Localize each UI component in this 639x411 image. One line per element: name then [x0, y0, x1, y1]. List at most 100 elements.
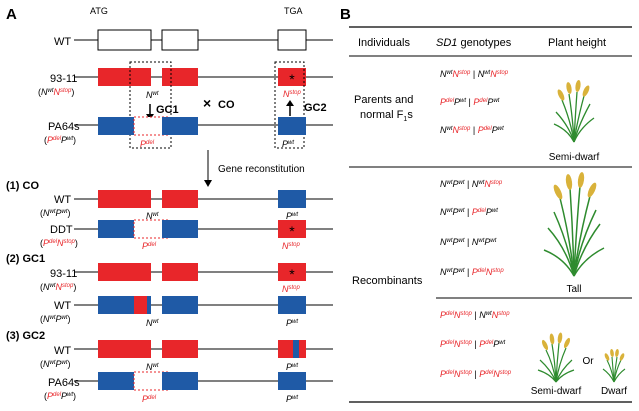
- row2-genotype-1: NwtPwt | NwtNstop: [440, 179, 503, 189]
- 9311-exon-1: [98, 68, 151, 86]
- section-gc1-label: (2) GC1: [6, 253, 45, 265]
- gc2-arrowhead: [286, 100, 294, 106]
- co-ddt: DDT (PdelNstop) * Pdel Nstop: [40, 219, 333, 251]
- row1-genotype-3: NwtNstop | PdelPwt: [440, 125, 504, 135]
- gc1-wt-genotype: (NwtPwt): [40, 314, 71, 324]
- gc2-nstop-label: Nstop: [283, 89, 302, 99]
- row3-semi-dwarf: Semi-dwarf: [531, 386, 582, 397]
- gc2-wt-genotype: (NwtPwt): [40, 359, 71, 369]
- row1-label-2: normal F1s: [360, 109, 413, 123]
- co-ddt-genotype: (PdelNstop): [40, 238, 78, 248]
- col-individuals: Individuals: [358, 37, 410, 49]
- co-wt-pwt: Pwt: [286, 211, 298, 221]
- gc1-9311-label: 93-11: [50, 268, 77, 280]
- stop-asterisk: *: [289, 71, 295, 87]
- row1-genotype-1: NwtNstop | NwtNstop: [440, 69, 509, 79]
- pa64s-pdel-label: Pdel: [140, 139, 155, 149]
- gc2-pa64s: PA64s (PdelPwt) Pdel Pwt: [44, 371, 333, 404]
- row3-genotype-1: PdelNstop | NwtNstop: [440, 310, 510, 320]
- row3-genotype-3: PdelNstop | PdelNstop: [440, 369, 512, 379]
- co-ddt-exon-2: [162, 220, 198, 238]
- row2-genotype-3: NwtPwt | NwtPwt: [440, 237, 497, 247]
- gc1-label: GC1: [156, 104, 179, 116]
- row2-height: Tall: [566, 284, 581, 295]
- pa64s-deletion: [133, 116, 169, 136]
- parent-pa64s-genotype: (PdelPwt): [44, 135, 76, 145]
- row3-genotype-2: PdelNstop | PdelPwt: [440, 339, 506, 349]
- gc2-wt-exon-3: [278, 340, 306, 358]
- gc2-pa64s-deletion: [133, 371, 169, 391]
- gc1-wt: WT (NwtPwt) Nwt Pwt: [40, 296, 333, 328]
- co-wt-genotype: (NwtPwt): [40, 208, 71, 218]
- semi-dwarf-plant-icon: [553, 80, 595, 143]
- gc1-9311-genotype: (NwtNstop): [40, 282, 76, 292]
- recon-label: Gene reconstitution: [218, 164, 305, 175]
- gc2-pa64s-pdel: Pdel: [142, 394, 157, 404]
- co-ddt-exon-3: [278, 220, 306, 238]
- gc1-wt-converted: [134, 296, 147, 314]
- gc2-pa64s-exon-3: [278, 372, 306, 390]
- gc2-wt-exon-1: [98, 340, 151, 358]
- col-height: Plant height: [548, 37, 606, 49]
- gc2-wt: WT (NwtPwt) Nwt Pwt: [40, 340, 333, 372]
- gc1-box: [129, 61, 172, 149]
- 9311-exon-2: [162, 68, 198, 86]
- wt-row-label: WT: [54, 36, 71, 48]
- gc1-wt-exon-2: [162, 296, 198, 314]
- co-ddt-deletion: [133, 219, 169, 239]
- semi-dwarf-plant-icon-2: [537, 332, 575, 383]
- gc2-pa64s-pwt: Pwt: [286, 394, 298, 404]
- gc2-pa64s-exon-2: [162, 372, 198, 390]
- wt-exon-3: [277, 29, 307, 51]
- row1-height: Semi-dwarf: [549, 152, 600, 163]
- gc2-box: [274, 61, 305, 149]
- gc1-wt-exon-3: [278, 296, 306, 314]
- parent-pa64s: PA64s (PdelPwt) Pdel Pwt: [44, 116, 333, 149]
- co-wt-nwt: Nwt: [146, 211, 159, 221]
- gc2-wt-exon-2: [162, 340, 198, 358]
- tall-plant-icon: [543, 172, 605, 277]
- gc1-9311-asterisk: *: [289, 266, 295, 282]
- recon-arrowhead: [204, 180, 212, 187]
- wt-gene-model: ATG TGA WT: [54, 6, 333, 51]
- gc1-9311-exon-1: [98, 263, 151, 281]
- col-genotypes: SD1 genotypes: [436, 37, 512, 49]
- gc1-9311-exon-2: [162, 263, 198, 281]
- pa64s-pwt-label: Pwt: [282, 139, 294, 149]
- co-wt-exon-3: [278, 190, 306, 208]
- co-wt-exon-1: [98, 190, 151, 208]
- pa64s-exon-2: [162, 117, 198, 135]
- gc2-wt-converted: [293, 340, 299, 358]
- gc2-wt-pwt: Pwt: [286, 362, 298, 372]
- gc1-wt-label: WT: [54, 300, 71, 312]
- tga-label: TGA: [284, 6, 303, 16]
- parent-9311-genotype: (NwtNstop): [38, 87, 74, 97]
- co-ddt-pdel: Pdel: [142, 241, 157, 251]
- row3-or: Or: [582, 356, 594, 367]
- gc1-nwt-label: Nwt: [146, 90, 159, 100]
- gc2-pa64s-label: PA64s: [48, 377, 80, 389]
- row2-genotype-2: NwtPwt | PdelPwt: [440, 207, 498, 217]
- co-wt: WT (NwtPwt) Nwt Pwt: [40, 190, 333, 221]
- dwarf-plant-icon: [602, 349, 626, 383]
- gc2-wt-nwt: Nwt: [146, 362, 159, 372]
- co-wt-label: WT: [54, 194, 71, 206]
- co-wt-exon-2: [162, 190, 198, 208]
- wt-exon-2: [161, 29, 199, 51]
- section-co-label: (1) CO: [6, 180, 39, 192]
- co-ddt-label: DDT: [50, 224, 73, 236]
- parent-9311-label: 93-11: [50, 73, 77, 85]
- 9311-exon-3: [278, 68, 306, 86]
- gc1-wt-pwt: Pwt: [286, 318, 298, 328]
- co-label: CO: [218, 99, 235, 111]
- gc2-label: GC2: [304, 102, 327, 114]
- panel-b-letter: B: [340, 6, 351, 23]
- pa64s-exon-3: [278, 117, 306, 135]
- row3-genotypes: PdelNstop | NwtNstop PdelNstop | PdelPwt…: [440, 310, 512, 379]
- row2-label: Recombinants: [352, 275, 423, 287]
- gc1-9311-nstop: Nstop: [282, 284, 301, 294]
- row1-genotype-2: PdelPwt | PdelPwt: [440, 97, 500, 107]
- wt-exon-1: [97, 29, 152, 51]
- row1-label-1: Parents and: [354, 94, 413, 106]
